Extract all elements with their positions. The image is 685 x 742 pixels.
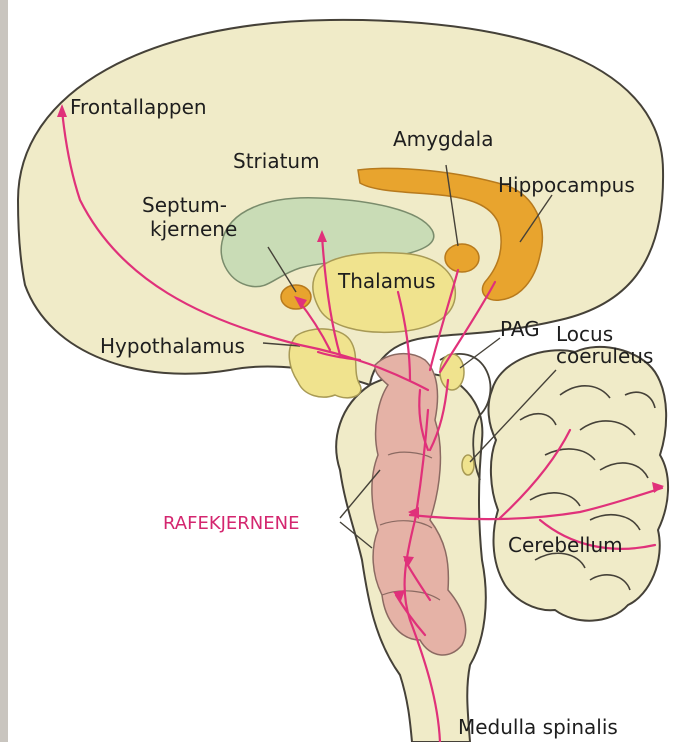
label-hypothalamus: Hypothalamus <box>100 335 245 357</box>
label-septum-line1: Septum- <box>142 194 227 216</box>
label-hippocampus: Hippocampus <box>498 174 635 196</box>
label-septum-line2: kjernene <box>150 218 237 240</box>
scan-edge <box>0 0 8 742</box>
amygdala <box>445 244 479 272</box>
cerebellum <box>489 347 669 621</box>
label-striatum: Striatum <box>233 150 320 172</box>
label-rafekjernene: RAFEKJERNENE <box>163 513 300 535</box>
label-amygdala: Amygdala <box>393 128 493 150</box>
label-cerebellum: Cerebellum <box>508 534 623 556</box>
locus-coeruleus <box>462 455 474 475</box>
label-locus-line1: Locus <box>556 323 613 345</box>
label-medulla: Medulla spinalis <box>458 716 618 738</box>
pag <box>440 354 464 390</box>
label-frontallappen: Frontallappen <box>70 96 207 118</box>
label-thalamus: Thalamus <box>338 270 436 292</box>
label-locus-line2: coeruleus <box>556 345 653 367</box>
label-pag: PAG <box>500 318 540 340</box>
leader-pag <box>460 338 500 368</box>
